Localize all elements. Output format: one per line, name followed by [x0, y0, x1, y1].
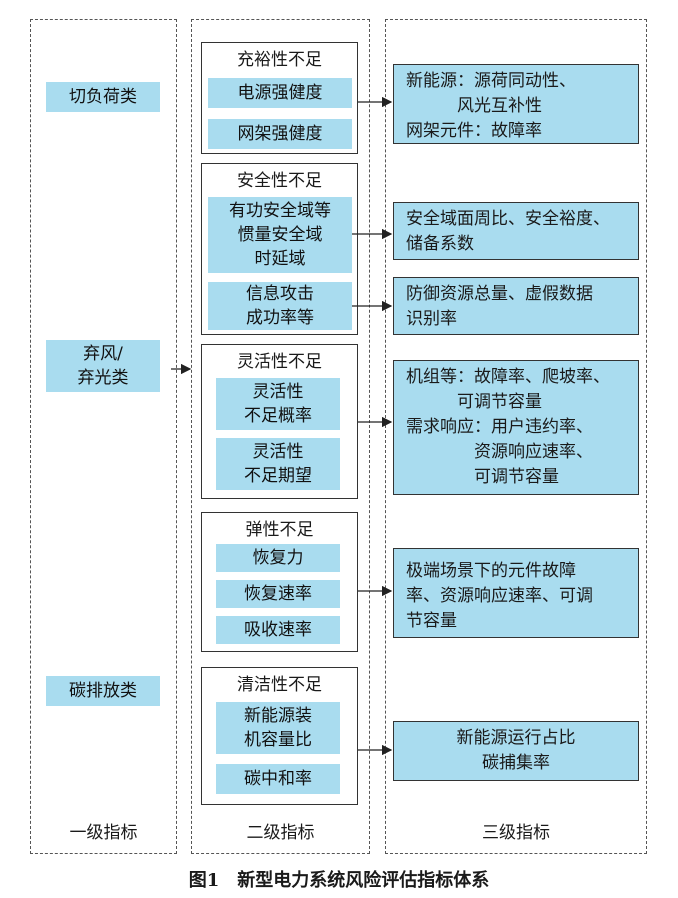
level3-box-security-domain: 安全域面周比、安全裕度、 储备系数	[393, 202, 639, 260]
level3-line: 可调节容量	[406, 467, 559, 487]
level3-line: 节容量	[406, 611, 457, 631]
level3-line: 防御资源总量、虚假数据	[406, 284, 593, 304]
group-title: 充裕性不足	[237, 50, 322, 70]
level3-box-cleanliness: 新能源运行占比 碳捕集率	[393, 721, 639, 781]
level2-item: 碳中和率	[216, 764, 340, 794]
level2-item: 电源强健度	[208, 78, 352, 108]
group-title: 安全性不足	[237, 171, 322, 191]
level3-line: 资源响应速率、	[406, 442, 593, 462]
level2-item: 恢复速率	[216, 580, 340, 608]
figure-caption: 图1 新型电力系统风险评估指标体系	[188, 870, 490, 891]
level2-item: 网架强健度	[208, 119, 352, 149]
level1-column	[30, 19, 177, 854]
level3-box-flexibility: 机组等：故障率、爬坡率、 可调节容量 需求响应：用户违约率、 资源响应速率、 可…	[393, 360, 639, 495]
level1-item-load-shedding: 切负荷类	[46, 82, 160, 112]
group-title: 弹性不足	[245, 520, 314, 540]
level3-line: 网架元件：故障率	[406, 121, 542, 141]
level1-footer: 一级指标	[69, 823, 138, 843]
level1-item-curtailment: 弃风/ 弃光类	[46, 340, 160, 392]
level3-line: 风光互补性	[406, 96, 542, 116]
level2-item: 灵活性 不足期望	[216, 438, 340, 490]
level3-box-resilience: 极端场景下的元件故障 率、资源响应速率、可调 节容量	[393, 548, 639, 638]
level2-footer: 二级指标	[246, 823, 315, 843]
level3-box-adequacy: 新能源：源荷同动性、 风光互补性 网架元件：故障率	[393, 64, 639, 144]
level3-line: 识别率	[406, 309, 457, 329]
level3-line: 碳捕集率	[482, 753, 550, 773]
group-title: 灵活性不足	[237, 352, 322, 372]
level2-item: 吸收速率	[216, 616, 340, 644]
level3-line: 需求响应：用户违约率、	[406, 417, 593, 437]
level2-item: 新能源装 机容量比	[216, 702, 340, 754]
level2-item: 恢复力	[216, 544, 340, 572]
level3-line: 率、资源响应速率、可调	[406, 586, 593, 606]
level3-line: 新能源运行占比	[456, 728, 576, 748]
level3-line: 可调节容量	[406, 392, 542, 412]
level3-line: 安全域面周比、安全裕度、	[406, 209, 610, 229]
level3-footer: 三级指标	[482, 823, 550, 843]
group-title: 清洁性不足	[237, 675, 322, 695]
level3-line: 储备系数	[406, 234, 474, 254]
level3-line: 极端场景下的元件故障	[406, 561, 576, 581]
level2-item: 灵活性 不足概率	[216, 378, 340, 430]
level2-item: 有功安全域等 惯量安全域 时延域	[208, 197, 352, 273]
level2-item: 信息攻击 成功率等	[208, 282, 352, 330]
level2-column	[191, 19, 370, 854]
level1-item-carbon: 碳排放类	[46, 676, 160, 706]
level3-line: 新能源：源荷同动性、	[406, 71, 576, 91]
level3-column	[385, 19, 647, 854]
level3-line: 机组等：故障率、爬坡率、	[406, 367, 610, 387]
level3-box-cyber-defense: 防御资源总量、虚假数据 识别率	[393, 277, 639, 335]
